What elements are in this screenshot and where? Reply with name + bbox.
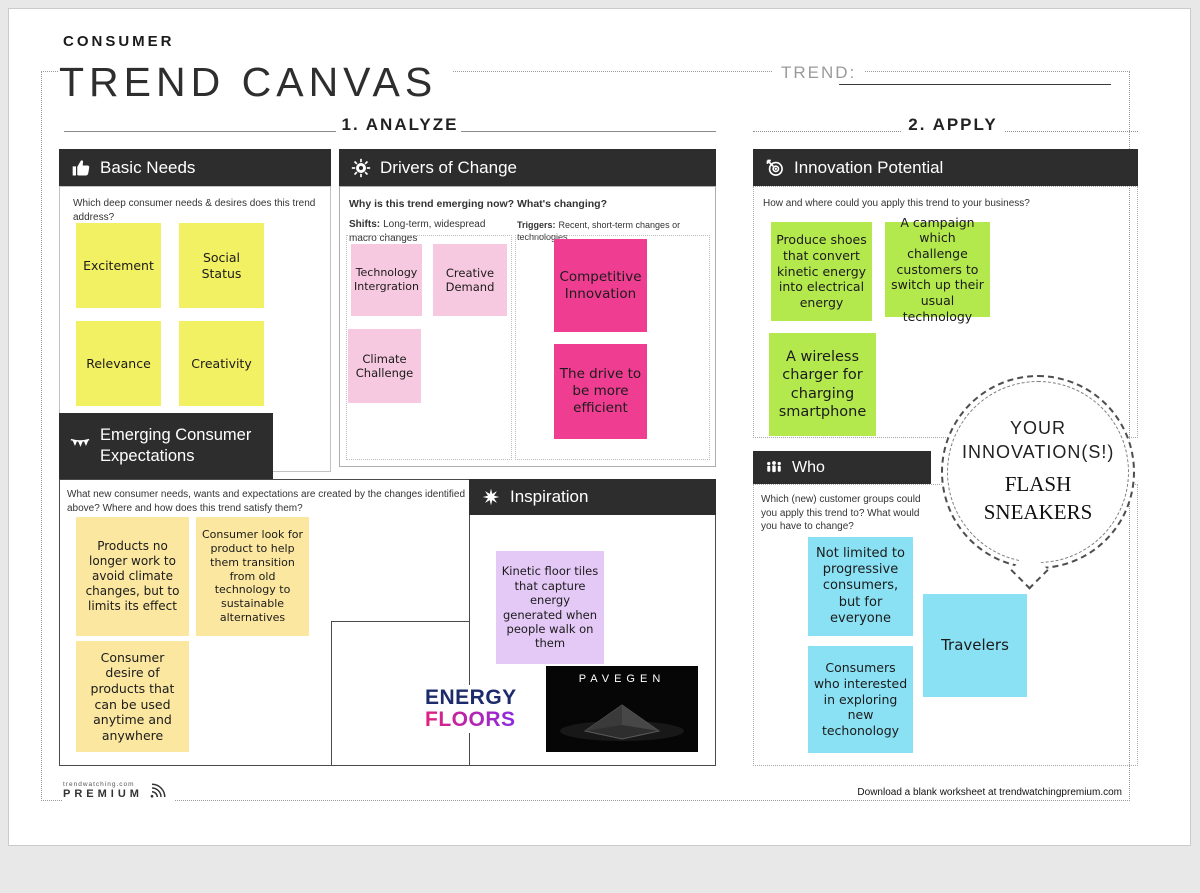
download-note: Download a blank worksheet at trendwatch… bbox=[851, 787, 1128, 798]
apply-rule-left bbox=[753, 131, 901, 132]
analyze-rule-left bbox=[64, 131, 336, 132]
emerging-header: Emerging Consumer Expectations bbox=[59, 413, 273, 479]
sticky-note[interactable]: The drive to be more efficient bbox=[554, 344, 647, 439]
basic-needs-title: Basic Needs bbox=[100, 157, 196, 177]
dotted-frame bbox=[41, 71, 1130, 801]
pavegen-logo-text: PAVEGEN bbox=[578, 673, 666, 685]
sticky-note[interactable]: Competitive Innovation bbox=[554, 239, 647, 332]
sticky-note[interactable]: Creativity bbox=[179, 321, 264, 406]
sticky-note[interactable]: Travelers bbox=[923, 594, 1027, 697]
innovation-potential-header: Innovation Potential bbox=[753, 149, 1138, 186]
target-icon bbox=[765, 158, 785, 178]
signal-icon bbox=[149, 782, 167, 800]
sticky-note[interactable]: Products no longer work to avoid climate… bbox=[76, 517, 189, 636]
triggers-label-bold: Triggers: bbox=[517, 220, 556, 230]
drivers-box bbox=[339, 186, 716, 467]
sticky-note[interactable]: Consumer desire of products that can be … bbox=[76, 641, 189, 752]
energy-floors-logo: ENERGY FLOORS bbox=[419, 685, 523, 733]
brand-premium: PREMIUM bbox=[63, 788, 143, 800]
drivers-question: Why is this trend emerging now? What's c… bbox=[349, 198, 608, 210]
sticky-note[interactable]: Not limited to progressive consumers, bu… bbox=[808, 537, 913, 636]
shifts-label-text: Long-term, widespread macro changes bbox=[349, 219, 486, 244]
brand-text: trendwatching.com PREMIUM bbox=[63, 781, 143, 800]
energy-floors-logo-line1: ENERGY bbox=[425, 686, 517, 709]
apply-rule-right bbox=[1005, 131, 1138, 132]
trend-label: TREND: bbox=[773, 63, 865, 83]
shifts-label: Shifts:Long-term, widespread macro chang… bbox=[349, 218, 511, 245]
people-icon bbox=[765, 459, 783, 477]
emerging-title: Emerging Consumer Expectations bbox=[100, 425, 252, 465]
emerging-box-step-vertical bbox=[331, 621, 332, 766]
sticky-note[interactable]: Excitement bbox=[76, 223, 161, 308]
pavegen-tile-illustration bbox=[560, 704, 684, 741]
your-innovation-circle: YOUR INNOVATION(S!) FLASH SNEAKERS bbox=[941, 375, 1135, 569]
pavegen-image: PAVEGEN bbox=[546, 666, 698, 752]
energy-floors-logo-line2: FLOORS bbox=[425, 707, 516, 731]
trend-blank-line[interactable] bbox=[839, 65, 1111, 85]
emerging-question: What new consumer needs, wants and expec… bbox=[67, 489, 466, 514]
your-innovation-circle-inner: YOUR INNOVATION(S!) FLASH SNEAKERS bbox=[947, 381, 1129, 563]
innovation-potential-question: How and where could you apply this trend… bbox=[763, 198, 1030, 209]
sticky-note[interactable]: Climate Challenge bbox=[348, 329, 421, 403]
sticky-note[interactable]: A wireless charger for charging smartpho… bbox=[769, 333, 876, 436]
shifts-label-bold: Shifts: bbox=[349, 219, 381, 230]
spark-icon bbox=[481, 487, 501, 507]
triggers-label: Triggers:Recent, short-term changes or t… bbox=[517, 219, 717, 243]
inspiration-header: Inspiration bbox=[469, 479, 716, 515]
thumbs-up-icon bbox=[71, 158, 91, 178]
triggers-area bbox=[515, 235, 710, 460]
sticky-note[interactable]: Relevance bbox=[76, 321, 161, 406]
trend-canvas-page: CONSUMER TREND CANVAS TREND: 1. ANALYZE … bbox=[8, 8, 1191, 846]
triggers-label-text: Recent, short-term changes or technologi… bbox=[517, 220, 681, 243]
bunting-icon bbox=[69, 435, 91, 457]
analyze-heading: 1. ANALYZE bbox=[341, 115, 459, 134]
sticky-note[interactable]: Creative Demand bbox=[433, 244, 507, 316]
sticky-note[interactable]: Kinetic floor tiles that capture energy … bbox=[496, 551, 604, 664]
drivers-title: Drivers of Change bbox=[380, 157, 518, 177]
who-title: Who bbox=[792, 458, 825, 476]
innovation-potential-box bbox=[753, 186, 1138, 438]
brand-domain: trendwatching.com bbox=[63, 781, 135, 788]
who-header: Who bbox=[753, 451, 931, 484]
innovation-potential-title: Innovation Potential bbox=[794, 157, 944, 177]
emerging-box-step-horizontal bbox=[331, 621, 470, 622]
inspiration-title: Inspiration bbox=[510, 487, 589, 506]
sticky-note[interactable]: Technology Intergration bbox=[351, 244, 422, 316]
page-title: TREND CANVAS bbox=[59, 59, 454, 110]
sticky-note[interactable]: Social Status bbox=[179, 223, 264, 308]
sticky-note[interactable]: A campaign which challenge customers to … bbox=[885, 215, 990, 324]
consumer-eyebrow: CONSUMER bbox=[63, 33, 175, 50]
basic-needs-header: Basic Needs bbox=[59, 149, 331, 186]
sticky-note[interactable]: Consumers who interested in exploring ne… bbox=[808, 646, 913, 753]
trendwatching-brand: trendwatching.com PREMIUM bbox=[63, 779, 175, 802]
shifts-area bbox=[346, 235, 512, 460]
gear-icon bbox=[351, 158, 371, 178]
apply-heading: 2. APPLY bbox=[908, 115, 998, 134]
your-innovation-label: YOUR INNOVATION(S!) bbox=[962, 418, 1115, 462]
who-question: Which (new) customer groups could you ap… bbox=[761, 494, 921, 532]
basic-needs-question: Which deep consumer needs & desires does… bbox=[73, 198, 316, 223]
your-innovation-value[interactable]: FLASH SNEAKERS bbox=[983, 472, 1093, 525]
drivers-header: Drivers of Change bbox=[339, 149, 716, 186]
sticky-note[interactable]: Produce shoes that convert kinetic energ… bbox=[771, 222, 872, 321]
sticky-note[interactable]: Consumer look for product to help them t… bbox=[196, 517, 309, 636]
analyze-rule-right bbox=[461, 131, 716, 132]
